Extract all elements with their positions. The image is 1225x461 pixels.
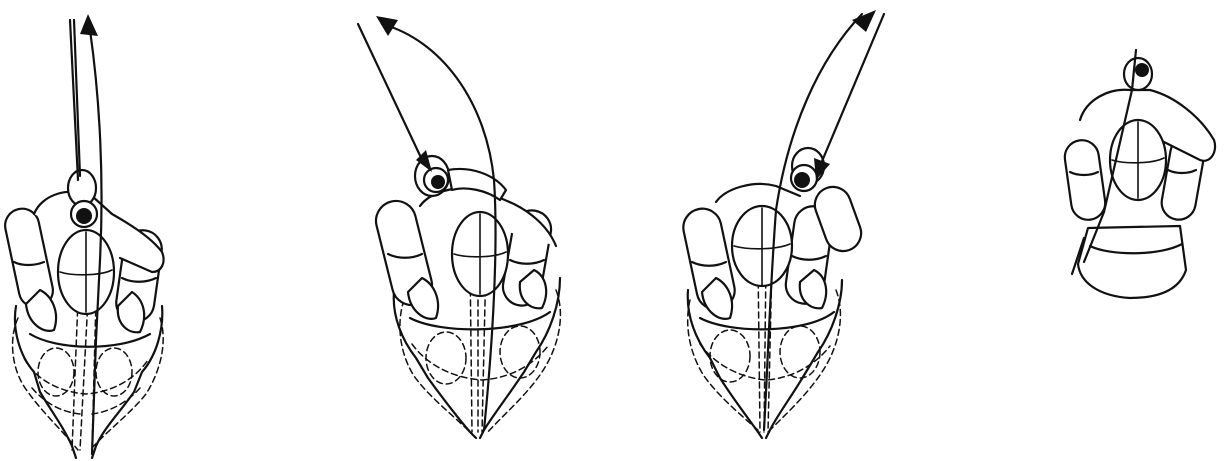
panel-2 [358, 16, 560, 438]
thick-arrow-icon [814, 14, 884, 180]
thumb-pivot-icon [68, 170, 97, 227]
panel-3 [680, 10, 884, 438]
panel-4 [1063, 50, 1215, 298]
panel-1 [2, 14, 164, 458]
thick-arrow-icon [358, 24, 432, 172]
thumb-pivot-icon [1124, 58, 1152, 90]
thick-arrow-icon [70, 20, 80, 180]
